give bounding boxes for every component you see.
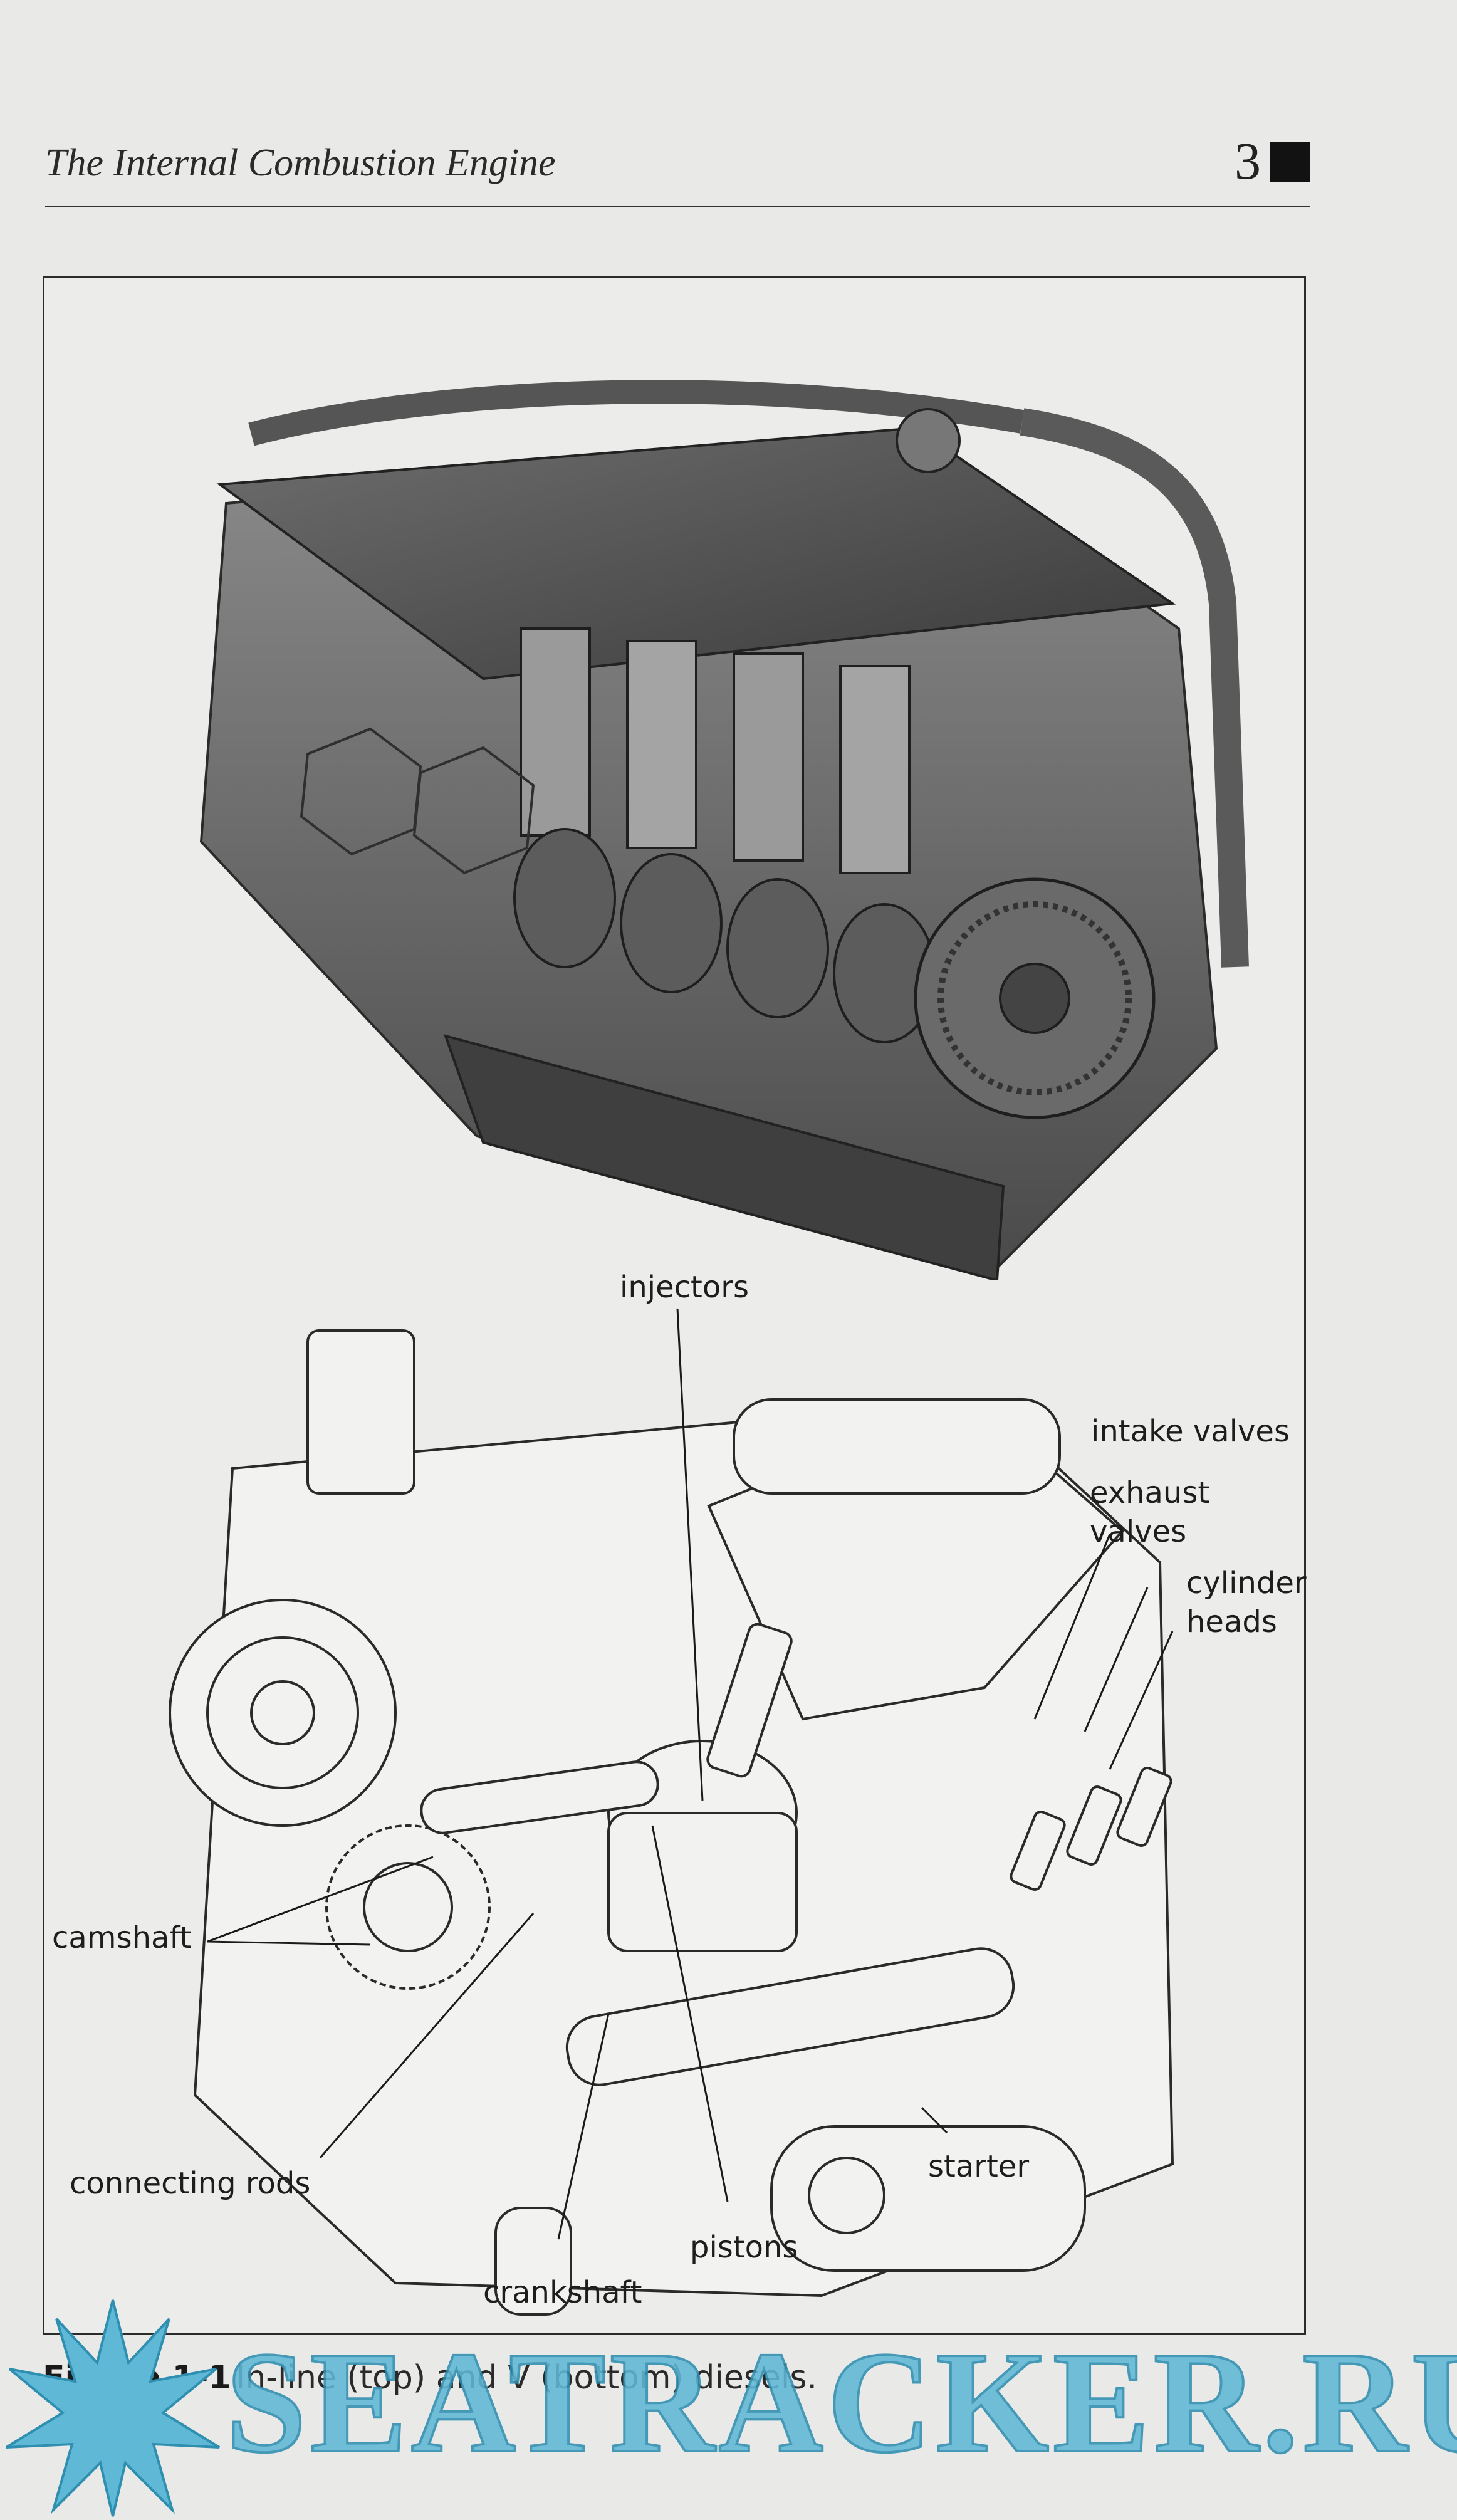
page-number: 3 [1235,132,1261,191]
header-rule [45,206,1310,207]
callout-pistons: pistons [690,2230,798,2265]
starburst-logo [5,2299,221,2517]
inline-diesel-illustration [199,380,1249,1280]
callout-cylinder-heads: cylinder heads [1186,1566,1307,1639]
callout-exhaust-valves: exhaust valves [1090,1475,1210,1549]
callout-crankshaft: crankshaft [483,2275,642,2310]
callout-intake-valves: intake valves [1091,1414,1290,1449]
v-diesel-illustration [169,1308,1174,2316]
running-head: The Internal Combustion Engine 3 [45,132,1310,204]
running-head-title: The Internal Combustion Engine [45,142,556,184]
watermark [0,2294,1457,2520]
callout-connecting-rods: connecting rods [70,2166,311,2201]
watermark-text: SEATRACKER.RU [224,2321,1457,2484]
callout-injectors: injectors [620,1270,749,1305]
callout-starter: starter [928,2149,1030,2184]
callout-camshaft: camshaft [52,1920,192,1955]
page-marker-square [1270,142,1310,182]
figure-frame: injectors intake valves exhaust valves c… [43,276,1307,2335]
figure-caption-text: In-line (top) and V (bottom) diesels. [236,2359,817,2397]
